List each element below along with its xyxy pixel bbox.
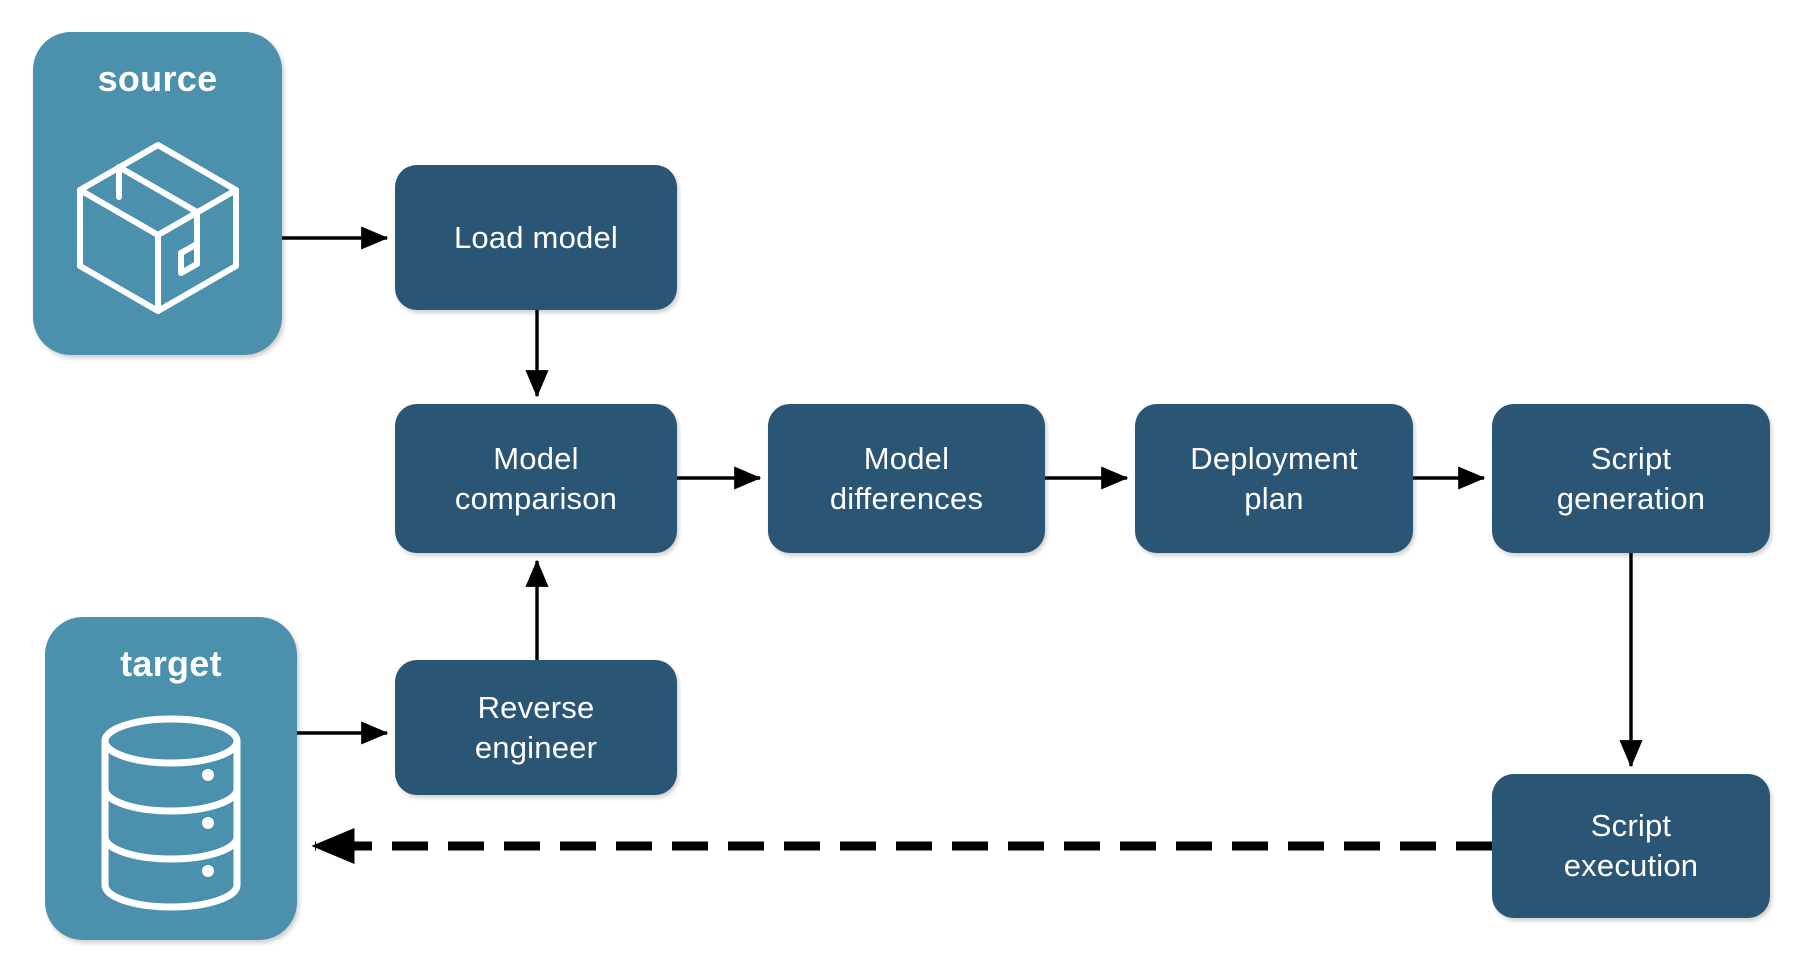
endpoint-source-label: source (97, 58, 218, 99)
endpoint-source[interactable]: source (33, 32, 282, 355)
process-script-execution-label: Script execution (1563, 808, 1699, 883)
process-model-differences[interactable]: Model differences (768, 404, 1045, 553)
process-script-execution[interactable]: Script execution (1492, 774, 1770, 918)
database-cylinder-icon (45, 685, 297, 940)
process-reverse-engineer-label: Reverse engineer (474, 689, 598, 765)
process-reverse-engineer[interactable]: Reverse engineer (395, 660, 677, 795)
process-script-generation-label: Script generation (1556, 440, 1706, 516)
process-script-generation[interactable]: Script generation (1492, 404, 1770, 553)
process-deployment-plan-label: Deployment plan (1190, 440, 1358, 516)
package-box-icon (33, 100, 282, 355)
process-model-comparison[interactable]: Model comparison (395, 404, 677, 553)
process-model-comparison-label: Model comparison (454, 440, 618, 516)
process-deployment-plan[interactable]: Deployment plan (1135, 404, 1413, 553)
process-load-model[interactable]: Load model (395, 165, 677, 310)
endpoint-target[interactable]: target (45, 617, 297, 940)
process-model-differences-label: Model differences (829, 440, 984, 516)
process-load-model-label: Load model (453, 219, 618, 255)
endpoint-target-label: target (120, 643, 222, 684)
